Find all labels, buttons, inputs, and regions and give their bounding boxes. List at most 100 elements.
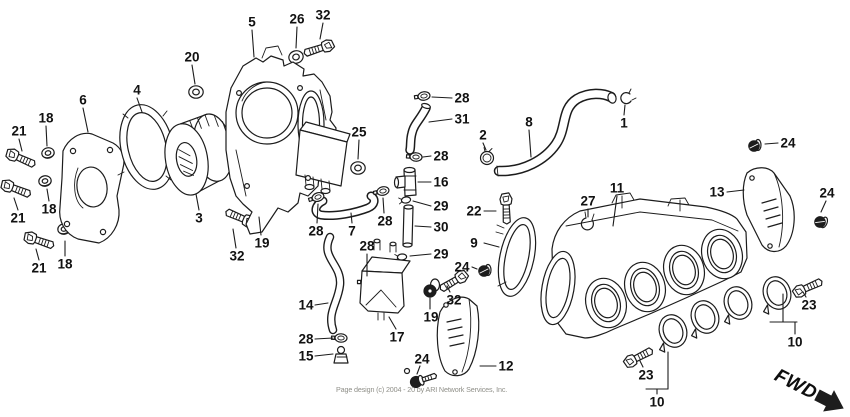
callout-16: 16	[433, 175, 449, 190]
leader-line-28	[431, 96, 453, 99]
leader-line-32	[319, 22, 324, 40]
callout-19: 19	[423, 310, 438, 325]
leader-line-2	[482, 142, 487, 151]
leader-line-31	[428, 118, 453, 123]
leader-line-23	[639, 360, 644, 368]
part-14-drain-hose	[323, 232, 345, 335]
callout-14: 14	[298, 298, 314, 313]
callout-18: 18	[38, 111, 54, 126]
callout-6: 6	[79, 93, 87, 108]
callout-1: 1	[620, 116, 628, 131]
part-3-filter-element	[164, 113, 234, 196]
callout-10: 10	[787, 335, 802, 350]
fwd-label: FWD	[771, 365, 820, 404]
leader-line-28	[422, 155, 432, 158]
callout-17: 17	[389, 330, 404, 345]
callout-23: 23	[638, 368, 654, 383]
callout-18: 18	[41, 202, 57, 217]
part-21-flange-bolts	[0, 146, 57, 253]
leader-line-3	[195, 193, 200, 211]
callout-32: 32	[315, 8, 330, 23]
part-2-clip	[479, 147, 495, 166]
leader-line-23	[802, 291, 807, 298]
callout-21: 21	[10, 211, 26, 226]
leader-line-28	[314, 337, 334, 340]
part-19-grommet	[423, 278, 441, 298]
part-20-grommet	[188, 85, 204, 99]
callout-8: 8	[525, 115, 533, 130]
leader-line-30	[414, 225, 432, 228]
leader-line-24	[416, 365, 421, 375]
leader-line-18	[46, 188, 50, 202]
leader-line-24	[820, 200, 827, 213]
callout-28: 28	[308, 224, 324, 239]
callout-21: 21	[11, 124, 27, 139]
leader-line-19	[258, 216, 262, 236]
callout-11: 11	[610, 181, 625, 196]
fwd-arrow-icon	[814, 389, 844, 412]
leader-line-6	[82, 107, 89, 133]
callout-24: 24	[454, 260, 470, 275]
leader-line-20	[191, 64, 196, 85]
part-9-air-duct	[495, 217, 537, 297]
leader-line-9	[483, 242, 500, 248]
callout-21: 21	[31, 261, 47, 276]
part-7-tube	[311, 191, 379, 220]
part-5-air-cleaner-case	[225, 45, 351, 235]
callout-29: 29	[433, 199, 448, 214]
footer-copyright: Page design (c) 2004 - 20 by ARI Network…	[336, 385, 508, 394]
leader-line-32	[446, 285, 451, 293]
part-24-bolts	[403, 138, 830, 389]
part-4-gasket-ring	[117, 104, 175, 190]
callout-4: 4	[133, 83, 141, 98]
callout-12: 12	[498, 359, 513, 374]
part-12-cover	[436, 296, 480, 377]
leader-line-28	[382, 197, 385, 214]
leader-line-8	[528, 129, 532, 158]
callout-28: 28	[359, 239, 375, 254]
leader-line-1	[623, 104, 626, 116]
part-1-clip	[620, 88, 637, 105]
leader-line-5	[251, 29, 255, 58]
callout-28: 28	[454, 91, 470, 106]
leader-line-28	[316, 203, 319, 224]
leader-line-24	[471, 266, 478, 270]
leader-line-17	[388, 316, 397, 330]
part-8-breather-hose	[493, 88, 617, 177]
callout-20: 20	[184, 50, 199, 65]
part-16-t-joint	[393, 166, 417, 197]
part-31-elbow-hose	[405, 102, 431, 155]
callout-13: 13	[709, 185, 725, 200]
callout-5: 5	[248, 15, 256, 30]
callout-2: 2	[479, 128, 487, 143]
leader-line-18	[45, 125, 48, 147]
callout-24: 24	[819, 186, 835, 201]
leader-line-15	[314, 353, 334, 357]
part-27-clip	[580, 211, 595, 231]
fwd-indicator: FWD	[771, 365, 844, 412]
part-11-air-cleaner-chamber	[540, 192, 748, 339]
callout-22: 22	[466, 204, 481, 219]
leader-line-21	[13, 197, 19, 211]
leader-line-24	[764, 142, 779, 145]
callout-27: 27	[580, 194, 595, 209]
leader-line-21	[35, 248, 40, 261]
leader-line-11	[612, 195, 618, 227]
part-26-washer	[286, 48, 306, 66]
leader-line-26	[295, 26, 298, 49]
leader-line-29	[409, 253, 432, 257]
callout-24: 24	[780, 136, 796, 151]
leader-line-29	[412, 200, 432, 207]
callout-18: 18	[57, 257, 73, 272]
part-6-cover-flange	[59, 132, 125, 244]
callout-15: 15	[298, 349, 314, 364]
callout-32: 32	[229, 249, 244, 264]
callout-7: 7	[348, 224, 356, 239]
part-17-breather-separator	[359, 238, 411, 321]
leader-line-25	[357, 139, 360, 160]
callout-32: 32	[446, 293, 461, 308]
callout-25: 25	[351, 125, 367, 140]
